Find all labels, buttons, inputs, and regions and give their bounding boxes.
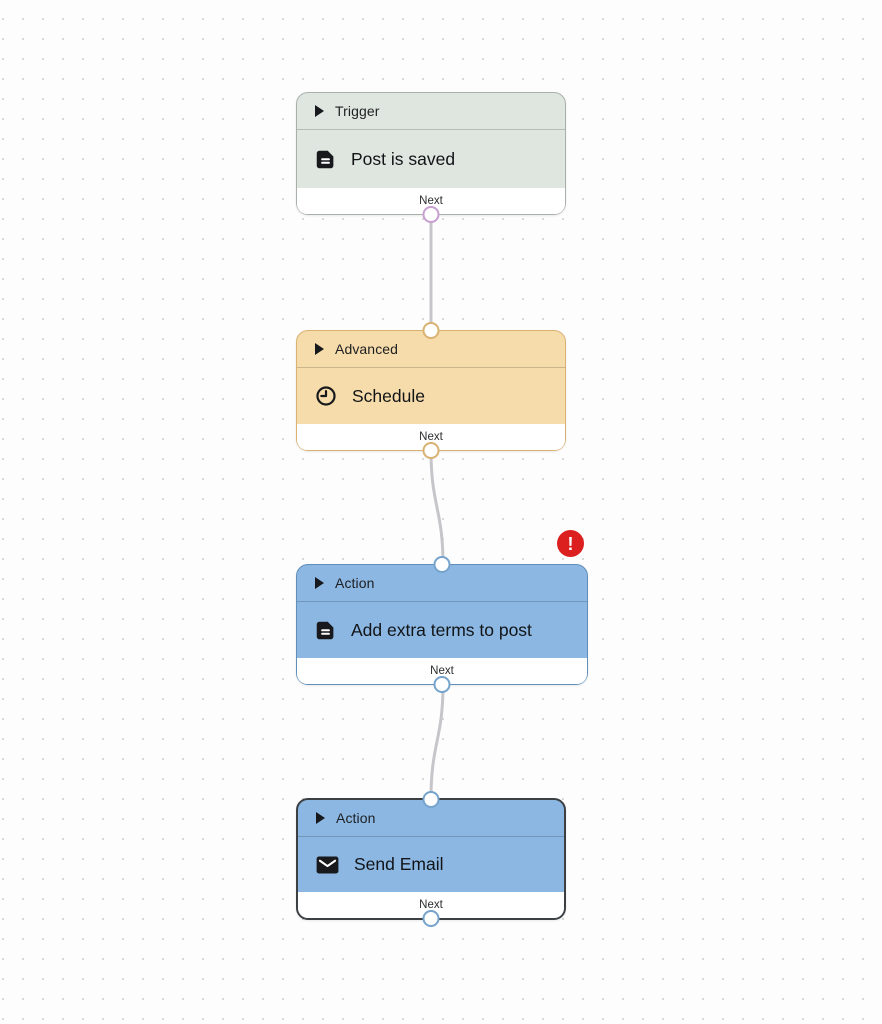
node-header[interactable]: Action <box>297 565 587 602</box>
node-body[interactable]: Add extra terms to post <box>297 602 587 658</box>
node-trigger-post-is-saved[interactable]: Trigger Post is saved Next <box>296 92 566 223</box>
document-icon <box>315 149 336 170</box>
play-icon[interactable] <box>315 812 325 824</box>
node-type-label: Action <box>335 575 375 591</box>
node-type-label: Trigger <box>335 103 380 119</box>
play-icon[interactable] <box>314 577 324 589</box>
next-label: Next <box>419 899 443 911</box>
node-title: Add extra terms to post <box>351 619 532 640</box>
play-icon[interactable] <box>314 343 324 355</box>
node-title: Schedule <box>352 385 425 406</box>
node-type-label: Advanced <box>335 341 399 357</box>
next-label: Next <box>419 431 443 443</box>
edge-action1-to-action2 <box>429 683 445 800</box>
node-title: Send Email <box>354 854 444 874</box>
error-glyph: ! <box>567 533 574 554</box>
output-handle[interactable] <box>422 206 440 223</box>
clock-icon <box>315 385 337 407</box>
node-type-label: Action <box>336 810 376 826</box>
node-body[interactable]: Send Email <box>298 837 564 892</box>
document-icon <box>315 620 336 641</box>
input-handle[interactable] <box>422 322 440 339</box>
node-header[interactable]: Action <box>298 800 564 837</box>
input-handle[interactable] <box>422 791 440 808</box>
next-label: Next <box>430 665 454 677</box>
input-handle[interactable] <box>433 556 451 573</box>
output-handle[interactable] <box>433 676 451 693</box>
node-header[interactable]: Trigger <box>297 93 565 130</box>
play-icon[interactable] <box>314 105 324 117</box>
node-advanced-schedule[interactable]: Advanced Schedule Next <box>296 322 566 459</box>
node-body[interactable]: Schedule <box>297 368 565 424</box>
node-action-send-email[interactable]: Action Send Email Next <box>296 791 566 927</box>
node-action-add-extra-terms[interactable]: Action Add extra terms to post Next <box>296 556 588 693</box>
next-label: Next <box>419 195 443 207</box>
edge-advanced-to-action1 <box>429 449 445 566</box>
envelope-icon <box>316 855 339 874</box>
output-handle[interactable] <box>422 442 440 459</box>
output-handle[interactable] <box>422 910 440 927</box>
node-body[interactable]: Post is saved <box>297 130 565 188</box>
error-badge[interactable]: ! <box>557 530 584 557</box>
node-title: Post is saved <box>351 148 456 169</box>
node-header[interactable]: Advanced <box>297 331 565 368</box>
